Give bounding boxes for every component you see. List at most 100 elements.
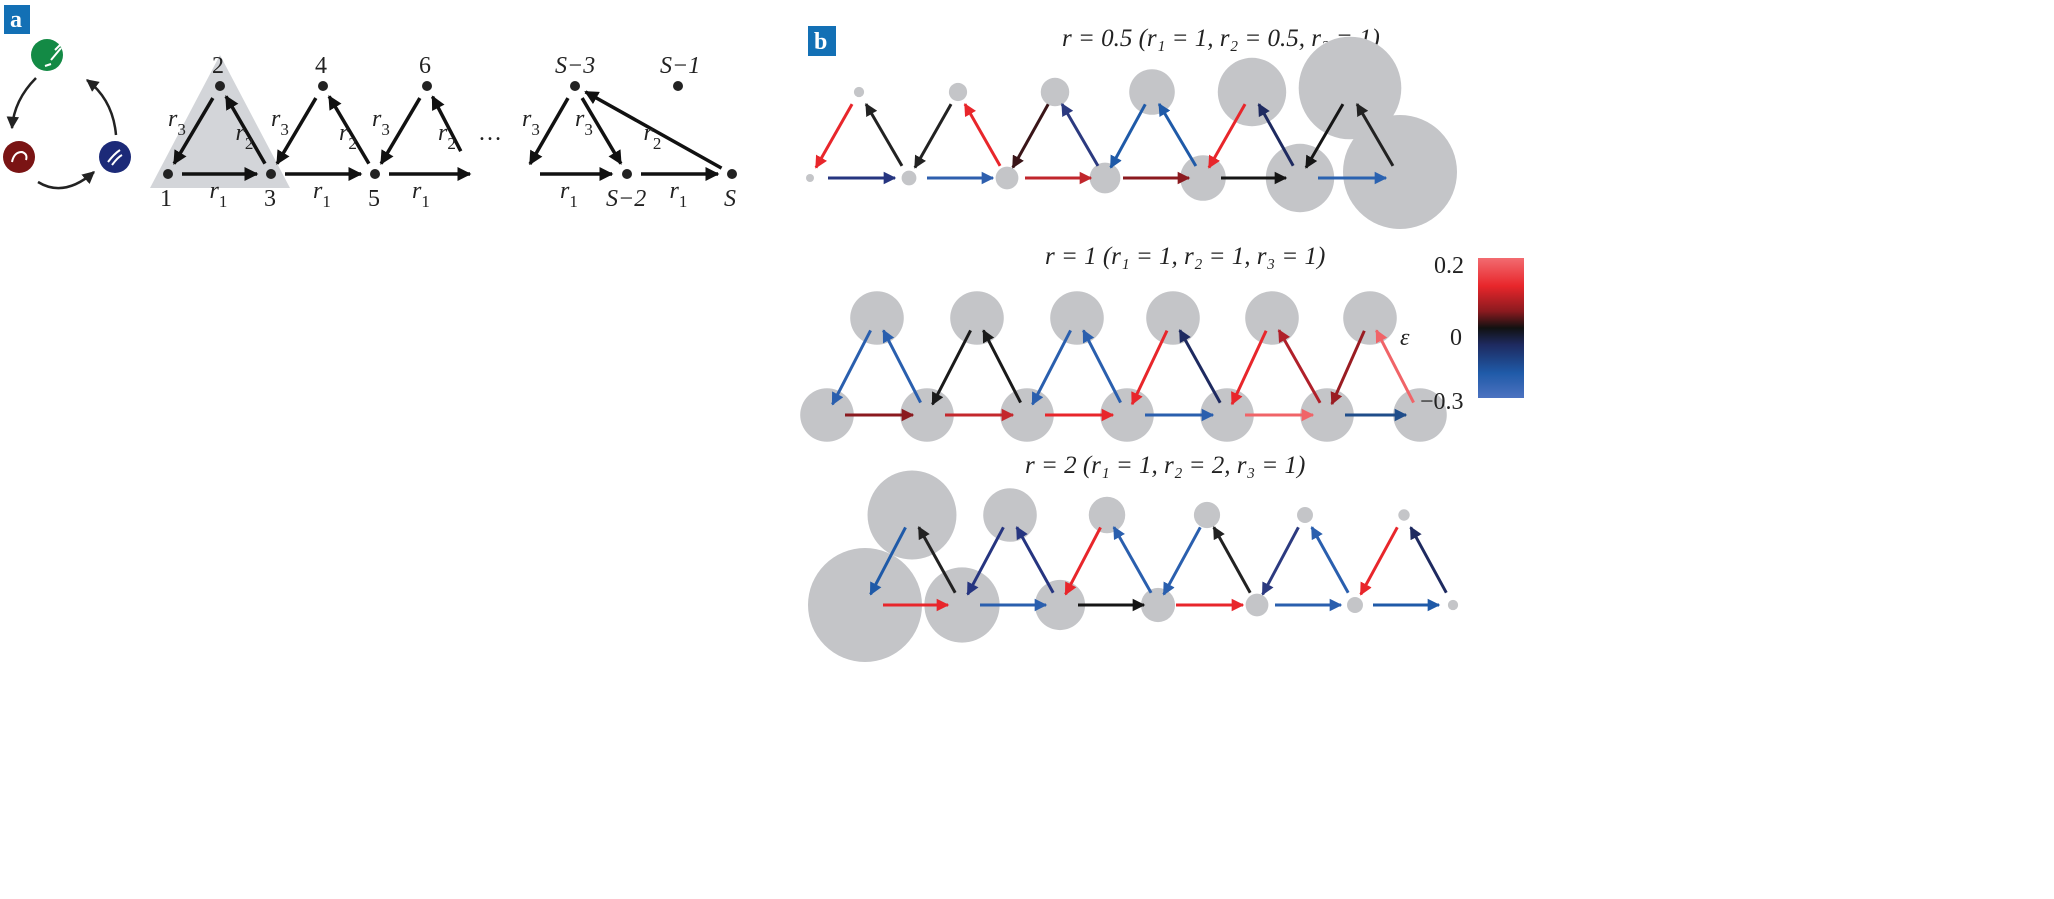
- arrow-r3: [379, 97, 422, 165]
- population-node: [1129, 69, 1175, 115]
- rate-label-r1: r1: [560, 178, 578, 211]
- panel-b-tag: b: [814, 29, 827, 55]
- cycle-arrow-rock-to-paper: [37, 171, 95, 190]
- dynamics-rows: [800, 36, 1459, 662]
- edge-r3: [869, 526, 907, 596]
- rate-label-r1: r1: [670, 178, 688, 211]
- row-1: [800, 291, 1447, 442]
- row-title-r-1: r = 1 (r₁ = 1, r₂ = 1, r₃ = 1): [1045, 243, 1325, 270]
- edge-r2: [1112, 526, 1153, 594]
- population-node: [901, 170, 917, 186]
- population-node: [853, 86, 865, 98]
- rate-label-r2: r2: [438, 120, 456, 153]
- colorbar-max-label: 0.2: [1434, 253, 1464, 279]
- panel-b-tag-box: [808, 26, 836, 56]
- population-node: [867, 470, 957, 560]
- node-dot: [163, 169, 173, 179]
- edge-r2: [1409, 526, 1448, 594]
- edge-r3: [1330, 330, 1366, 406]
- top-label-6: 6: [419, 53, 431, 79]
- edge-r3: [1011, 103, 1050, 169]
- node-dot: [215, 81, 225, 91]
- population-node: [850, 291, 904, 345]
- edge-r3: [1064, 526, 1102, 596]
- edge-r2: [1082, 329, 1122, 404]
- population-node: [1398, 509, 1410, 521]
- edge-r2: [1157, 102, 1198, 167]
- arrow-r3: [172, 97, 215, 165]
- food-chain: [163, 81, 737, 181]
- scissors-icon: [31, 39, 63, 71]
- panel-b: b r = 0.5 (r₁ = 1, r₂ = 0.5, r₃ = 1) r =…: [800, 25, 1524, 662]
- edge-r3: [913, 103, 953, 169]
- population-node: [1393, 388, 1447, 442]
- population-node: [1447, 599, 1459, 611]
- population-node: [1343, 291, 1397, 345]
- colorbar-min-label: −0.3: [1420, 389, 1464, 415]
- panel-a-tag: a: [10, 7, 22, 33]
- edge-r2: [1178, 329, 1222, 404]
- arrow-r2: [584, 90, 723, 170]
- rate-label-r3: r3: [168, 106, 186, 139]
- edge-r2: [917, 526, 957, 594]
- colorbar-epsilon-label: ε: [1400, 325, 1410, 351]
- edge-r2: [963, 103, 1002, 167]
- population-node: [1050, 291, 1104, 345]
- top-label-4: 4: [315, 53, 327, 79]
- edge-r2: [864, 103, 904, 167]
- population-node: [1089, 162, 1121, 194]
- arrow-r3: [275, 97, 318, 165]
- edge-r2: [1310, 526, 1350, 594]
- bottom-label-s-2: S−2: [606, 186, 646, 212]
- rock-icon: [3, 141, 35, 173]
- node-dot: [318, 81, 328, 91]
- rate-label-r3: r3: [522, 106, 540, 139]
- population-node: [995, 166, 1019, 190]
- node-dot: [622, 169, 632, 179]
- edge-r3: [1304, 103, 1345, 169]
- population-node: [1245, 291, 1299, 345]
- node-dot: [673, 81, 683, 91]
- population-node: [924, 567, 1000, 643]
- edge-r3: [1130, 330, 1169, 406]
- population-node: [1146, 291, 1200, 345]
- edge-r2: [1375, 329, 1415, 404]
- edge-r2: [982, 329, 1022, 404]
- arrow-r2: [327, 95, 371, 165]
- rate-label-r2: r2: [339, 120, 357, 153]
- edge-r3: [1109, 103, 1147, 169]
- node-dot: [370, 169, 380, 179]
- edge-r3: [1207, 103, 1247, 169]
- population-node: [983, 488, 1037, 542]
- row-title-r-2: r = 2 (r₁ = 1, r₂ = 2, r₃ = 1): [1025, 452, 1305, 479]
- rate-label-r2: r2: [644, 120, 662, 153]
- bottom-label-5: 5: [368, 186, 380, 212]
- row-0: [806, 36, 1457, 229]
- rate-label-r1: r1: [412, 178, 430, 211]
- population-node: [1245, 593, 1269, 617]
- population-node: [1343, 115, 1457, 229]
- bottom-label-3: 3: [264, 186, 276, 212]
- edge-r3: [1031, 329, 1072, 406]
- population-node: [1088, 496, 1126, 534]
- edge-r3: [814, 103, 854, 169]
- population-node: [1297, 507, 1313, 523]
- edge-r2: [882, 329, 922, 404]
- edge-r3: [931, 329, 972, 406]
- arrow-r2: [224, 95, 267, 165]
- rate-label-r3: r3: [372, 106, 390, 139]
- population-node: [1298, 36, 1402, 140]
- edge-r2: [1257, 103, 1295, 167]
- rps-cycle: [3, 39, 131, 190]
- rate-label-r1: r1: [313, 178, 331, 211]
- edge-r2: [1355, 103, 1395, 167]
- colorbar: 0.2 0 −0.3 ε: [1400, 253, 1524, 415]
- bottom-label-1: 1: [160, 186, 172, 212]
- node-dot: [266, 169, 276, 179]
- colorbar-gradient: [1478, 258, 1524, 398]
- population-node: [1217, 57, 1287, 127]
- edge-r2: [1277, 329, 1322, 404]
- edge-r3: [1162, 526, 1202, 596]
